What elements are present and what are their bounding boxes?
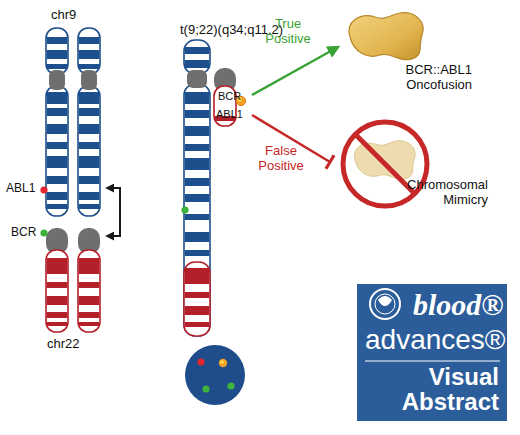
derivative-chromosome-9: [181, 206, 188, 213]
node-label: Visual Abstract: [371, 364, 499, 414]
interphase-nucleus: [227, 382, 234, 389]
node-label: ABL1: [6, 182, 35, 196]
node-label: chr22: [47, 337, 80, 352]
derivative-chromosome-9: [185, 144, 209, 151]
derivative-chromosome-9: [184, 262, 210, 336]
derivative-chromosome-9: [185, 306, 209, 315]
protein-blob: [349, 13, 423, 60]
derivative-chromosome-9: [185, 322, 209, 327]
outcome-node: BCR::ABL1 Oncofusion: [338, 5, 488, 100]
karyotype-label: t(9;22)(q34;q11.2): [180, 23, 283, 38]
derivative-chromosome-9: [185, 194, 209, 202]
interphase-nucleus: [202, 385, 209, 392]
derivative-chromosome-9: [185, 126, 209, 136]
derivative-chromosome-9: [185, 158, 209, 170]
node-label: Chromosomal Mimicry: [396, 178, 488, 208]
derivative-chromosome-9: [185, 60, 209, 68]
chromosome-pair: BCR chr22: [5, 222, 106, 357]
journal-logo-mark: [375, 294, 395, 314]
journal-logo-mark: [370, 289, 400, 319]
derivative-chromosome-9: [185, 232, 209, 242]
connector: [107, 188, 120, 236]
derivative-chromosome-9: [184, 40, 210, 74]
interphase-nucleus: [185, 345, 245, 405]
journal-logo-mark: [370, 289, 400, 319]
journal-badge: blood®advances® Visual Abstract: [357, 284, 507, 421]
node-label: ABL1: [216, 108, 243, 121]
logo-rule: [365, 360, 500, 361]
protein-blob: [354, 141, 415, 180]
abl1-probe-dot: [40, 186, 47, 193]
philadelphia-chromosome: [214, 68, 246, 126]
derivative-chromosome: BCR ABL1: [182, 38, 252, 338]
node-label: advances®: [365, 324, 506, 356]
interphase-nucleus: [185, 345, 245, 405]
derivative-chromosome-9: [187, 70, 207, 88]
derivative-chromosome-9: [185, 110, 209, 118]
node-label: chr9: [51, 8, 76, 23]
derivative-chromosome-9: [185, 292, 209, 298]
interphase-nucleus: [197, 358, 204, 365]
interphase-nucleus: [220, 360, 224, 364]
connector: [252, 47, 338, 95]
connectors: [107, 47, 338, 236]
derivative-chromosome-9: [185, 268, 209, 284]
chromosome-22: [46, 228, 68, 332]
chromosome-9: [46, 28, 68, 216]
node-label: blood®: [413, 288, 504, 323]
derivative-chromosome-9: [185, 250, 209, 256]
bcr-probe-dot: [40, 229, 47, 236]
derivative-chromosome-9: [181, 40, 210, 336]
chromosome-22: [78, 228, 100, 332]
edge-label: False Positive: [250, 144, 312, 174]
derivative-chromosome-9: [185, 47, 209, 54]
derivative-chromosome-9: [185, 214, 209, 220]
derivative-chromosome-9: [185, 178, 209, 186]
derivative-chromosome-9: [185, 92, 209, 104]
outcome-node: Chromosomal Mimicry: [330, 112, 492, 222]
prohibition-slash: [355, 134, 415, 194]
prohibition-circle: [343, 122, 427, 206]
node-label: BCR::ABL1 Oncofusion: [388, 63, 472, 93]
node-label: BCR: [11, 226, 36, 240]
chromosome-pair: chr9ABL1: [5, 5, 106, 215]
node-label: BCR: [218, 90, 241, 103]
interphase-nucleus: [219, 359, 227, 367]
journal-logo-mark: [378, 296, 392, 306]
chromosome-9: [78, 28, 100, 216]
